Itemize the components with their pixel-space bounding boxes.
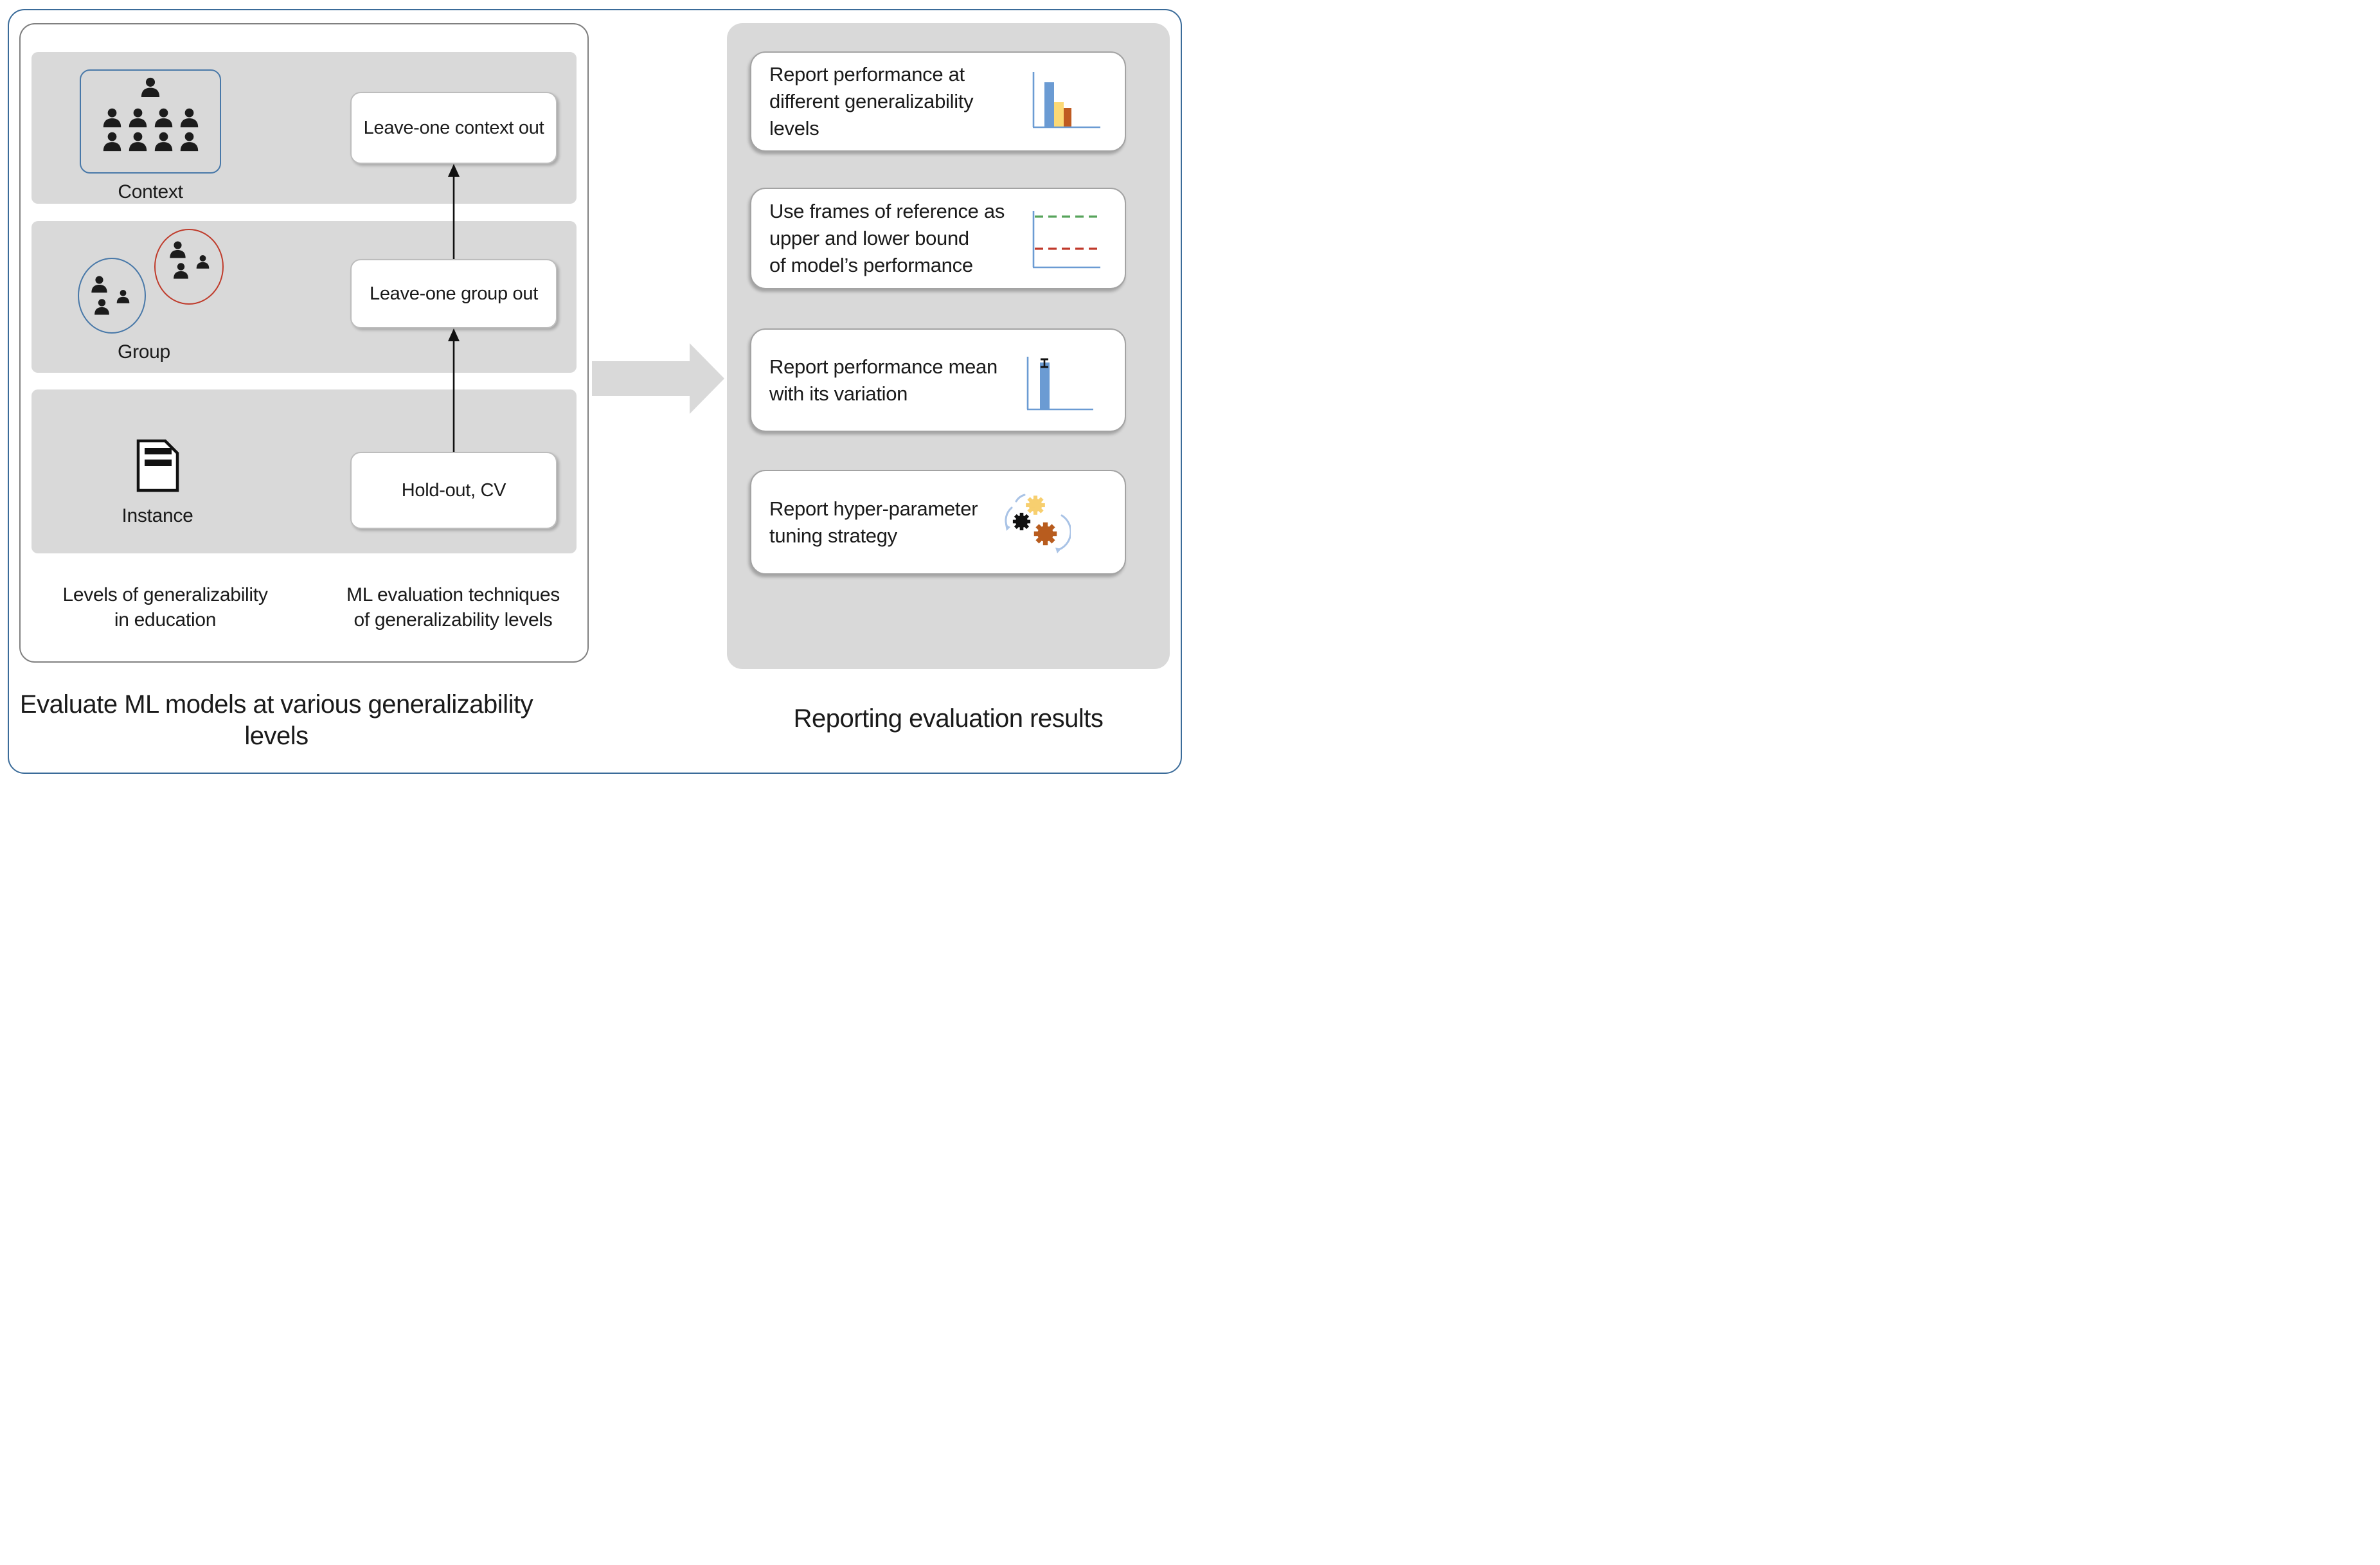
box-leave-one-context-out: Leave-one context out — [350, 92, 557, 164]
person-icon — [101, 130, 123, 153]
box-label: Hold-out, CV — [401, 479, 506, 501]
card-text-line: Report hyper-parameter — [769, 497, 978, 520]
card-text-line: Report performance mean — [769, 355, 998, 378]
box-label: Leave-one context out — [363, 117, 544, 138]
card-text-line: upper and lower bound — [769, 227, 969, 249]
person-icon — [139, 76, 162, 99]
grouped-bar-chart-icon — [1032, 72, 1100, 129]
column-label-line: in education — [114, 609, 217, 630]
person-icon — [115, 289, 131, 305]
caption-line: Evaluate ML models at various generaliza… — [19, 690, 533, 719]
person-icon — [127, 130, 149, 153]
column-label-line: Levels of generalizability — [62, 584, 268, 605]
document-icon — [136, 439, 179, 492]
bar-with-error-icon — [1026, 357, 1093, 411]
card-text-line: Report performance at — [769, 63, 965, 85]
person-icon — [101, 107, 123, 129]
box-hold-out-cv: Hold-out, CV — [350, 452, 557, 529]
label-instance: Instance — [121, 505, 193, 526]
label-context: Context — [118, 181, 183, 202]
arrow-up-icon — [448, 328, 460, 452]
person-icon — [168, 240, 188, 260]
person-icon — [89, 274, 109, 294]
card-text-line: of model’s performance — [769, 254, 973, 276]
card-performance-mean-variation: Report performance mean with its variati… — [750, 328, 1126, 432]
figure-outer-border — [8, 9, 1182, 774]
crowd-row — [101, 130, 201, 153]
gears-icon — [1005, 494, 1071, 553]
group-circle-blue — [78, 258, 146, 334]
person-icon — [195, 254, 211, 270]
card-text-line: Use frames of reference as — [769, 200, 1005, 222]
card-text-line: with its variation — [769, 382, 908, 405]
box-leave-one-group-out: Leave-one group out — [350, 259, 557, 328]
box-label: Leave-one group out — [370, 283, 538, 304]
group-circle-red — [154, 229, 224, 305]
card-hyperparameter-tuning: Report hyper-parameter tuning strategy — [750, 470, 1126, 575]
card-text-line: levels — [769, 117, 819, 139]
card-report-performance-levels: Report performance at different generali… — [750, 51, 1126, 152]
person-icon — [178, 130, 201, 153]
column-label-levels: Levels of generalizability in education — [17, 582, 313, 632]
gear-orange — [1033, 522, 1057, 546]
person-icon — [178, 107, 201, 129]
gear-black — [1012, 512, 1031, 531]
caption-line: levels — [244, 722, 309, 750]
context-crowd-box — [80, 69, 221, 174]
person-icon — [127, 107, 149, 129]
person-icon — [152, 107, 175, 129]
crowd-row — [101, 107, 201, 129]
label-group: Group — [118, 341, 170, 362]
column-label-line: of generalizability levels — [353, 609, 553, 630]
person-icon — [93, 298, 111, 316]
big-right-arrow-icon — [592, 343, 724, 414]
person-icon — [172, 262, 190, 280]
gear-yellow — [1026, 496, 1045, 515]
left-caption: Evaluate ML models at various generaliza… — [19, 689, 533, 752]
card-frames-of-reference: Use frames of reference as upper and low… — [750, 188, 1126, 289]
card-text-line: tuning strategy — [769, 524, 897, 547]
figure-canvas: Context Group Instance Leave-one context… — [0, 0, 1190, 782]
card-text-line: different generalizability — [769, 90, 974, 112]
upper-lower-bound-icon — [1032, 211, 1100, 269]
person-icon — [152, 130, 175, 153]
column-label-techniques: ML evaluation techniques of generalizabi… — [305, 582, 601, 632]
arrow-up-icon — [448, 164, 460, 259]
right-caption: Reporting evaluation results — [793, 704, 1104, 733]
column-label-line: ML evaluation techniques — [346, 584, 560, 605]
